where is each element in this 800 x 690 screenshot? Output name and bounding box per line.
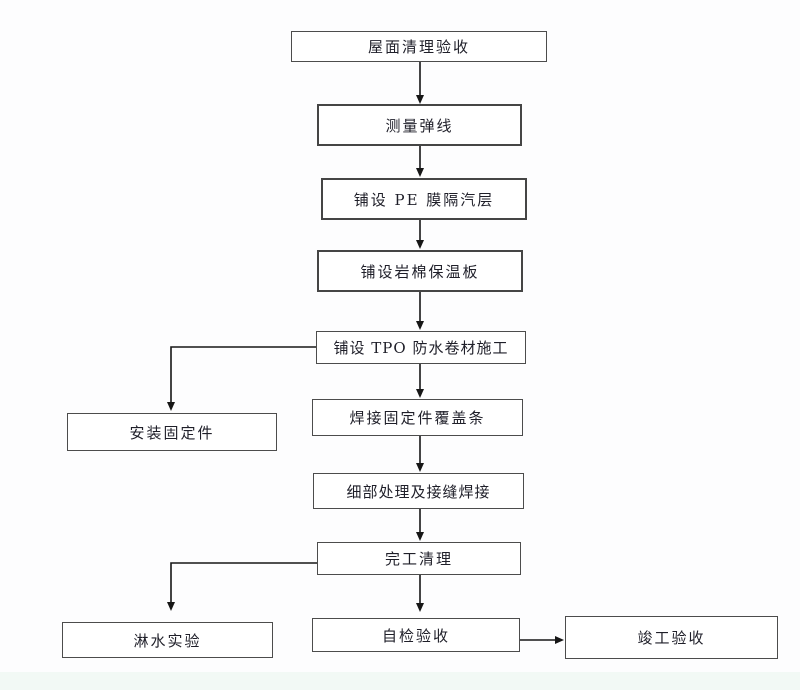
node-pe-film-vapor-barrier: 铺设 PE 膜隔汽层 — [321, 178, 527, 220]
arrow-selfinspect-to-final — [520, 636, 564, 644]
node-tpo-membrane-installation: 铺设 TPO 防水卷材施工 — [316, 331, 526, 364]
arrow-tpo-to-weld — [416, 364, 424, 398]
node-weld-fixing-cover-strips: 焊接固定件覆盖条 — [312, 399, 523, 436]
arrow-roof-to-measure — [416, 62, 424, 104]
node-install-fixings: 安装固定件 — [67, 413, 277, 451]
arrow-pe-to-rockwool — [416, 220, 424, 249]
arrow-measure-to-pe — [416, 146, 424, 177]
arrow-cleanup-to-watertest — [167, 562, 317, 611]
node-measure-snap-lines: 测量弹线 — [317, 104, 522, 146]
node-self-inspection-acceptance: 自检验收 — [312, 618, 520, 652]
node-rock-wool-insulation: 铺设岩棉保温板 — [317, 250, 523, 292]
node-detail-and-seam-welding: 细部处理及接缝焊接 — [313, 473, 524, 509]
arrow-rockwool-to-tpo — [416, 292, 424, 330]
arrow-detail-to-cleanup — [416, 509, 424, 541]
arrow-tpo-to-installfixings — [167, 346, 316, 411]
arrow-cleanup-to-selfinspect — [416, 575, 424, 612]
arrow-weld-to-detail — [416, 436, 424, 472]
node-completion-cleanup: 完工清理 — [317, 542, 521, 575]
node-final-completion-acceptance: 竣工验收 — [565, 616, 778, 659]
node-water-spray-test: 淋水实验 — [62, 622, 273, 658]
node-roof-cleaning-acceptance: 屋面清理验收 — [291, 31, 547, 62]
